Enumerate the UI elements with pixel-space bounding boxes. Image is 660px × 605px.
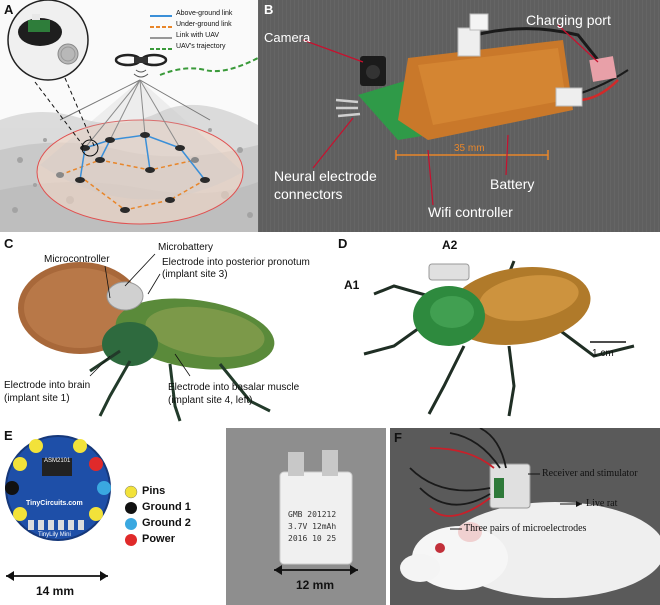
label-pronotum-line2: (implant site 3)	[162, 269, 228, 280]
panel-b: B Camera Charging port 35 mm Battery Neu…	[258, 0, 660, 232]
label-neural-line1: Neural electrode	[274, 168, 377, 184]
label-brain-line2: (implant site 1)	[4, 393, 70, 404]
label-charging-port: Charging port	[526, 12, 611, 28]
uav-trajectory	[159, 57, 258, 76]
label-dimension: 35 mm	[454, 143, 485, 154]
legend-ground-2: Ground 2	[142, 517, 191, 529]
panel-b-label: B	[264, 2, 274, 17]
panel-a: A Above-ground link Under-ground link Li…	[0, 0, 258, 232]
panel-c-photo	[18, 253, 275, 422]
panel-a-label: A	[4, 2, 14, 17]
underground-links	[59, 159, 206, 211]
legend-power: Power	[142, 533, 176, 545]
panel-b-photo	[258, 0, 660, 232]
panel-d-label: D	[338, 236, 348, 251]
label-a1: A1	[344, 278, 360, 292]
legend-above-ground: Above-ground link	[176, 10, 233, 17]
panel-f-label: F	[394, 430, 402, 445]
panel-e-battery: GMB 201212 3.7V 12mAh 2016 10 25 12 mm	[226, 428, 386, 605]
legend-uav-link: Link with UAV	[176, 32, 220, 39]
label-a2: A2	[442, 238, 458, 252]
panel-c-label: C	[4, 236, 14, 251]
label-microcontroller: Microcontroller	[44, 254, 110, 265]
battery-text-3: 2016 10 25	[288, 534, 337, 543]
panel-f: F Receiver and stimulator Live rat Three…	[390, 428, 660, 605]
legend-pins: Pins	[142, 485, 166, 497]
microbattery	[106, 281, 144, 311]
battery-text-2: 3.7V 12mAh	[288, 522, 337, 531]
board-width-label: 14 mm	[36, 584, 75, 598]
label-wifi-controller: Wifi controller	[428, 204, 513, 220]
uav-drone	[114, 53, 168, 78]
panel-f-photo	[390, 428, 660, 605]
label-microbattery: Microbattery	[158, 242, 214, 253]
board-sub-text: TinyLily Mini	[38, 532, 71, 538]
mini-battery	[279, 471, 353, 565]
legend-lines	[150, 15, 172, 50]
legend-ground-1: Ground 1	[142, 501, 191, 513]
board-name-text: TinyCircuits.com	[26, 500, 83, 507]
label-scale-1cm: 1 cm	[592, 348, 614, 359]
legend-uav-trajectory: UAV's trajectory	[176, 43, 226, 50]
label-microelectrodes: Three pairs of microelectrodes	[464, 523, 587, 534]
panel-e-board	[5, 435, 138, 581]
board-chip-text: ASM2101	[44, 458, 71, 464]
panel-e: E ASM2101 TinyCircuits.com TinyLily Mini…	[0, 428, 222, 605]
label-camera: Camera	[264, 30, 311, 45]
battery-text-1: GMB 201212	[288, 510, 337, 519]
label-battery: Battery	[490, 176, 535, 192]
backpack	[428, 263, 470, 281]
panel-d: D A1 A2 1 cm	[334, 236, 660, 424]
label-muscle-line2: (implant site 4, left)	[168, 395, 253, 406]
panel-e-label: E	[4, 428, 13, 443]
panel-c: C Microcontroller Microbattery Electrode…	[0, 236, 326, 424]
tinylily-board	[6, 436, 110, 540]
battery-width-label: 12 mm	[296, 578, 335, 592]
pin-legend-dots	[124, 485, 138, 546]
label-brain-line1: Electrode into brain	[4, 380, 91, 391]
label-neural-line2: connectors	[274, 186, 343, 202]
panel-a-illustration	[0, 0, 258, 232]
label-receiver-stimulator: Receiver and stimulator	[542, 468, 638, 479]
battery-photo	[226, 428, 386, 605]
inset-beetle-zoom	[7, 0, 89, 81]
label-pronotum-line1: Electrode into posterior pronotum	[162, 257, 310, 268]
panel-d-photo	[363, 260, 635, 417]
label-live-rat: Live rat	[586, 498, 618, 509]
legend-under-ground: Under-ground link	[176, 21, 232, 28]
label-muscle-line1: Electrode into basalar muscle	[168, 382, 300, 393]
uav-links	[59, 79, 211, 149]
